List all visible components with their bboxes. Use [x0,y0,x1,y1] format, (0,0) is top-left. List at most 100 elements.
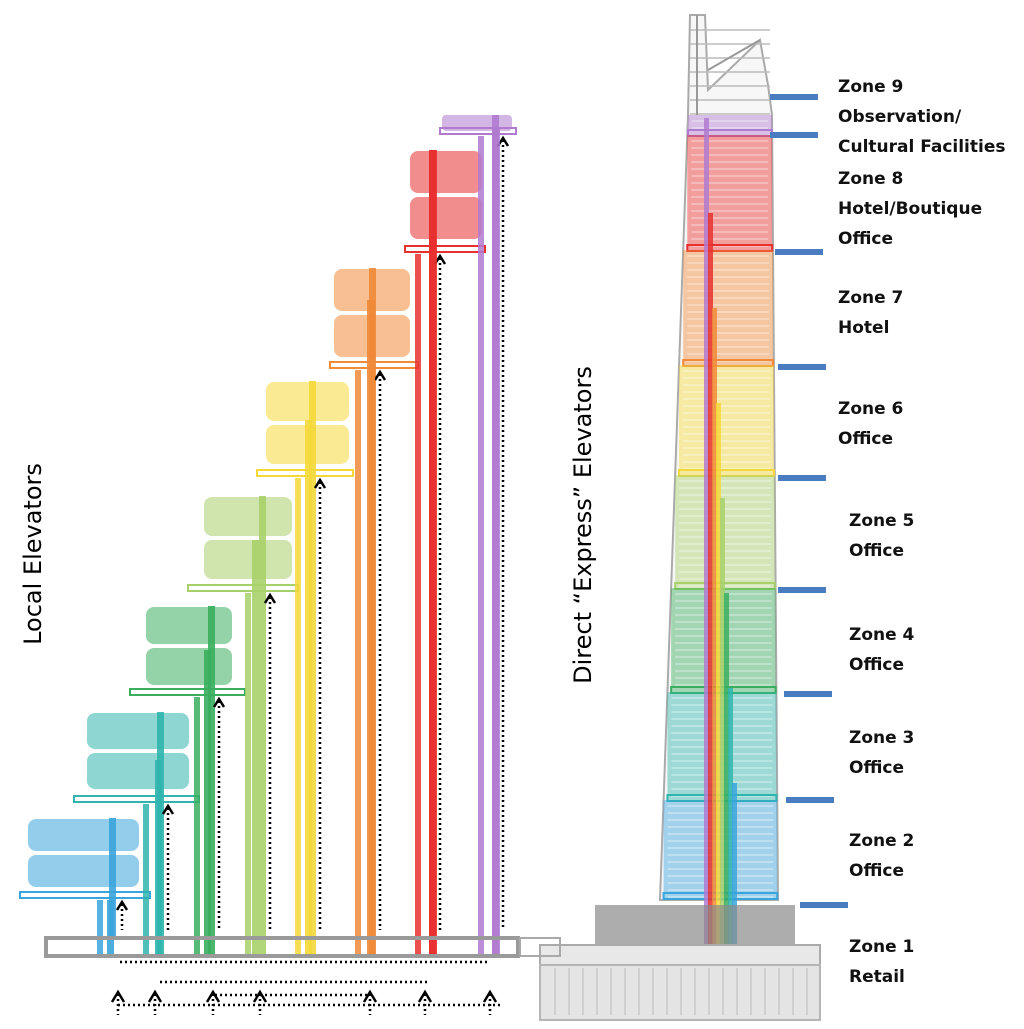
zone-4-label: Zone 4 Office [849,620,914,680]
zone-9-use-line2: Cultural Facilities [838,137,1006,157]
ground-lobby [44,936,520,958]
arrow-up-icon [263,592,277,604]
block-lower [144,646,234,687]
arrow-up-icon [110,989,126,1003]
connector [519,937,561,957]
arrow-up-icon [161,803,175,815]
local-shaft [208,606,215,955]
arrow-up-icon [313,477,327,489]
block-lower [26,853,141,889]
zone-markers [770,94,848,908]
zone-1-label: Zone 1 Retail [849,932,914,992]
arrow-up-icon [252,989,268,1003]
block-lower [85,751,191,791]
express-core-shaft [732,783,737,960]
zone-boundary-marker-6 [778,364,826,370]
zone-5-use: Office [849,541,905,561]
spire-brace [707,39,761,71]
zone-boundary-marker-8 [770,132,818,138]
arrow-up-icon [115,899,129,911]
podium-block [595,905,795,945]
tower-zone-8 [686,135,774,252]
zone-4-express-shaft [204,650,211,956]
zone-6-express-shaft [305,420,312,956]
zone-floor-plate [678,469,775,477]
block-platform [73,795,200,803]
express-core-shaft [728,688,733,960]
zone-boundary-marker-4 [778,587,826,593]
zone-4-title: Zone 4 [849,625,915,645]
block-upper [85,711,191,751]
zone-4-use: Office [849,655,905,675]
zone-2-use: Office [849,861,905,881]
local-shaft [259,496,266,955]
zone-8-express-shaft [429,150,437,956]
block-platform [187,584,299,592]
zone-2-label: Zone 2 Office [849,826,914,886]
block-upper [408,149,484,195]
arrow-up-icon [362,989,378,1003]
zone-8-use: Hotel/Boutique [838,199,983,219]
zone-3-label: Zone 3 Office [849,723,914,783]
block-platform [129,688,246,696]
zone-2-title: Zone 2 [849,831,915,851]
zone-7-express-shaft [367,300,375,956]
block-upper [26,817,141,853]
zone-2-express-shaft [107,900,114,956]
tower-zone-6 [678,365,775,477]
zone-8-title: Zone 8 [838,169,904,189]
express-core-shaft [712,308,717,960]
podium-floor [539,944,821,966]
zone-5-title: Zone 5 [849,511,915,531]
zone-1-title: Zone 1 [849,937,915,957]
tower-zone-fill [687,135,773,250]
zone-9-title: Zone 9 [838,77,904,97]
local-elevators-label: Local Elevators [19,463,47,645]
zone-7-title: Zone 7 [838,288,904,308]
zone-9-label: Zone 9 Observation/ Cultural Facilities [838,72,1006,162]
express-elevators-label: Direct “Express” Elevators [569,366,597,684]
local-zone-block-8 [404,149,486,955]
zone-3-express-shaft [155,760,162,956]
zone-floor-plate [686,244,774,252]
block-lower [202,538,294,581]
zone-8-use-line2: Office [838,229,894,249]
zone-6-label: Zone 6 Office [838,394,903,454]
tower-zone-7 [682,250,775,367]
arrow-up-icon [212,696,226,708]
express-core-shaft [720,498,725,960]
zone-boundary-marker-1 [800,902,848,908]
express-core-shaft [716,403,721,960]
block-platform [19,891,151,899]
block-upper [264,380,351,423]
local-zone-block-5 [187,495,299,955]
block-lower [408,195,484,241]
tower-zone-9 [687,115,773,137]
zone-boundary-marker-3 [784,691,832,697]
block-upper [144,605,234,646]
express-core-shaft [724,593,729,960]
express-core-shaft [704,118,709,960]
zone-3-use: Office [849,758,905,778]
zone-1-use: Retail [849,967,905,987]
block-platform [439,127,517,135]
block-platform [404,245,486,253]
local-elevators-diagram [19,115,520,1015]
arrow-up-icon [205,989,221,1003]
zone-boundary-marker-5 [778,475,826,481]
zone-floor-plate [682,359,775,367]
local-zone-block-2 [19,817,151,955]
zone-5-label: Zone 5 Office [849,506,914,566]
zone-boundary-marker-9 [770,94,818,100]
zone-5-express-shaft [252,540,259,956]
zone-3-title: Zone 3 [849,728,915,748]
zone-7-use: Hotel [838,318,890,338]
local-shaft [109,818,116,940]
zone-9-express-shaft [492,128,500,956]
tower-zone-fill [688,115,772,135]
express-core-shaft [708,213,713,960]
zone-boundary-marker-2 [786,797,834,803]
tower-section-drawing [519,14,821,1021]
arrow-up-icon [482,989,498,1003]
